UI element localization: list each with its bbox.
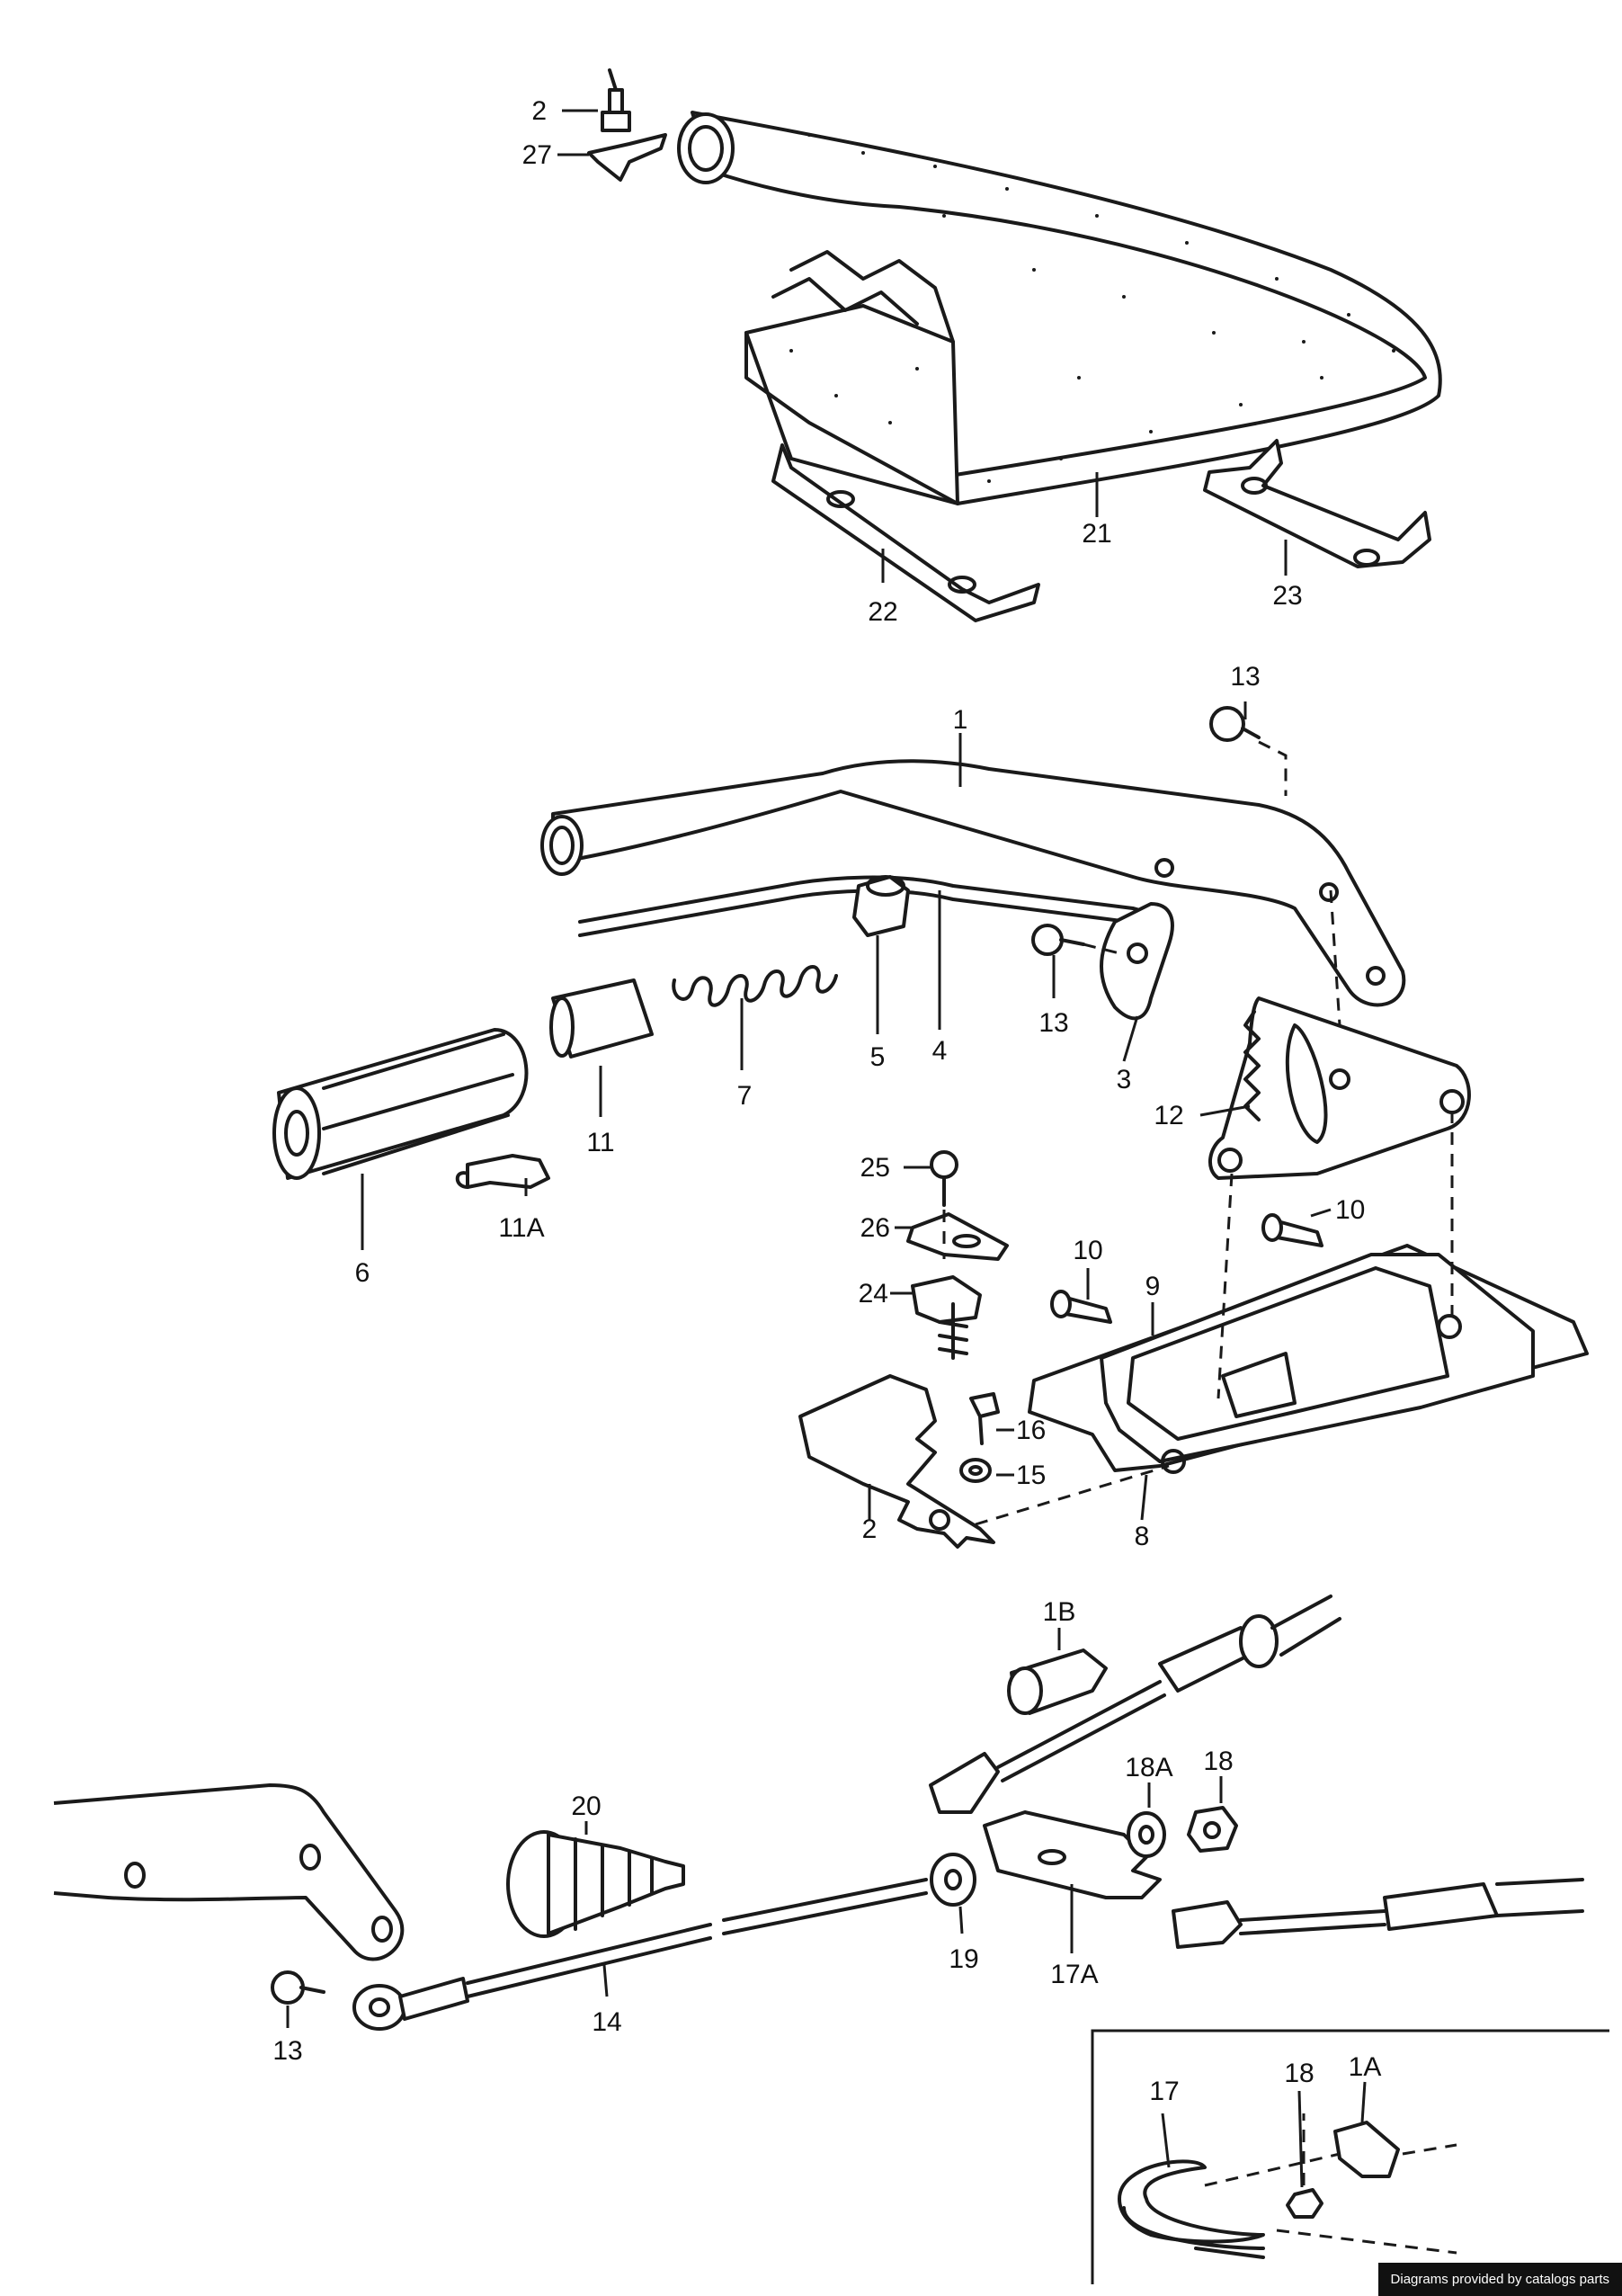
label-14: 14 [592, 2007, 621, 2037]
bolt-13-top [1209, 706, 1261, 742]
bolt-16 [969, 1392, 1000, 1445]
bracket-23 [1203, 439, 1431, 568]
label-27: 27 [522, 140, 552, 170]
label-2-mid: 2 [862, 1514, 878, 1544]
label-16: 16 [1016, 1416, 1046, 1445]
label-7: 7 [737, 1081, 753, 1111]
push-button-5 [852, 875, 910, 937]
detail-inset [1091, 2029, 1609, 2284]
latch-24 [911, 1275, 982, 1360]
mount-bracket-2 [798, 1374, 995, 1549]
clip-27 [587, 133, 667, 182]
label-17A: 17A [1050, 1960, 1098, 1989]
label-13-bottom: 13 [272, 2036, 302, 2066]
cable-14 [352, 1878, 928, 2031]
label-2-top: 2 [531, 96, 547, 126]
bracket-22 [771, 443, 1040, 622]
handbrake-lever-1 [540, 759, 1406, 1007]
bolt-13-mid [1031, 924, 1085, 956]
label-19: 19 [949, 1944, 978, 1974]
label-4: 4 [932, 1036, 948, 1066]
label-3: 3 [1117, 1065, 1132, 1094]
label-5: 5 [870, 1042, 886, 1072]
label-11: 11 [586, 1128, 614, 1157]
label-13-mid: 13 [1038, 1008, 1068, 1038]
pin-2-top [601, 68, 631, 132]
grommet-19 [930, 1853, 976, 1907]
label-20: 20 [571, 1791, 601, 1821]
brake-cable-lower [1172, 1878, 1584, 1949]
label-22: 22 [868, 597, 897, 627]
label-18A: 18A [1125, 1753, 1172, 1782]
texture-specks [789, 133, 1395, 483]
pin-10-a [1050, 1290, 1112, 1324]
label-23: 23 [1272, 581, 1302, 611]
leader-lines [286, 109, 1367, 2188]
label-26: 26 [860, 1213, 890, 1243]
label-11A: 11A [498, 1213, 544, 1243]
part-labels: 2 27 21 22 23 13 1 4 5 7 11 11A 6 13 3 1… [272, 96, 1381, 2106]
label-10-left: 10 [1073, 1236, 1102, 1265]
brake-cable-upper [929, 1595, 1341, 1814]
equalizer-17A [983, 1810, 1162, 1899]
bolt-13-bottom [271, 1970, 325, 2005]
boot-cover-21 [677, 111, 1442, 505]
label-12: 12 [1154, 1101, 1183, 1130]
label-1A: 1A [1349, 2052, 1382, 2082]
spring-7 [672, 965, 838, 1007]
pin-10-b [1261, 1213, 1323, 1247]
housing-8 [1028, 1244, 1589, 1474]
nut-18 [1187, 1806, 1238, 1853]
plate-26 [906, 1212, 1009, 1261]
credit-badge: Diagrams provided by catalogs parts [1377, 2263, 1622, 2296]
label-1B: 1B [1043, 1597, 1076, 1627]
label-25: 25 [860, 1153, 890, 1183]
sleeve-11 [549, 978, 654, 1059]
washer-15 [959, 1458, 992, 1483]
label-10-right: 10 [1335, 1195, 1365, 1225]
catch-11A [455, 1154, 550, 1189]
label-13-top: 13 [1230, 662, 1260, 692]
clip-1B [1007, 1648, 1108, 1715]
label-18-top: 18 [1203, 1747, 1233, 1776]
label-8: 8 [1135, 1522, 1150, 1551]
lever-end-bottom [53, 1783, 405, 1961]
label-17: 17 [1149, 2077, 1179, 2106]
washer-18A [1127, 1811, 1166, 1858]
label-15: 15 [1016, 1461, 1046, 1490]
label-6: 6 [355, 1258, 370, 1288]
label-24: 24 [859, 1279, 888, 1309]
label-18-inset: 18 [1284, 2059, 1314, 2088]
boot-20 [506, 1830, 685, 1938]
grip-handle-6 [272, 1028, 529, 1180]
label-1: 1 [953, 705, 968, 735]
screw-25 [930, 1150, 958, 1207]
label-21: 21 [1082, 519, 1111, 549]
label-9: 9 [1145, 1272, 1161, 1301]
alignment-dashes [942, 740, 1454, 1526]
ratchet-plate-12 [1208, 996, 1471, 1180]
